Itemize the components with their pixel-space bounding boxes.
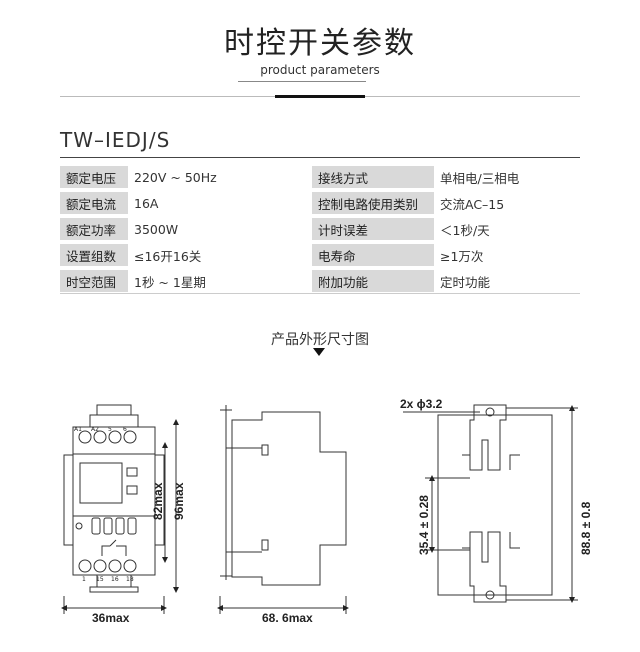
spec-label: 电寿命 [312, 244, 434, 266]
spec-label: 接线方式 [312, 166, 434, 188]
spec-label: 额定电压 [60, 166, 128, 188]
spec-label: 设置组数 [60, 244, 128, 266]
dim-depth-side: 68. 6max [262, 611, 313, 625]
spec-value: 单相电/三相电 [440, 170, 520, 186]
front-view [63, 404, 165, 593]
spec-label: 计时误差 [312, 218, 434, 240]
dim-mount-height: 88.8 ± 0.8 [579, 501, 593, 555]
terminal-label: 18 [126, 576, 134, 583]
spec-label: 附加功能 [312, 270, 434, 292]
dim-width-front: 36max [92, 611, 130, 625]
terminal-label: 5 [108, 426, 112, 433]
spec-row: 时空范围 1秒 ~ 1星期 附加功能 定时功能 [60, 270, 580, 292]
dim-height-inner: 82max [151, 482, 165, 520]
model-name: TW–IEDJ/S [60, 128, 171, 152]
spec-label: 额定电流 [60, 192, 128, 214]
spec-value: ≥1万次 [440, 248, 484, 264]
side-view [220, 405, 347, 586]
spec-value: ＜1秒/天 [440, 222, 490, 238]
dim-hole-spacing: 35.4 ± 0.28 [417, 495, 431, 555]
terminal-label: 6 [123, 426, 127, 433]
spec-label: 控制电路使用类别 [312, 192, 434, 214]
spec-row: 额定电压 220V ~ 50Hz 接线方式 单相电/三相电 [60, 166, 580, 188]
terminal-label: 16 [111, 576, 119, 583]
diagram-title: 产品外形尺寸图 [271, 332, 369, 348]
terminal-label: 15 [96, 576, 104, 583]
spec-value: 3500W [134, 221, 179, 237]
terminal-label: A2 [91, 426, 99, 433]
back-view [437, 404, 553, 603]
spec-value: 220V ~ 50Hz [134, 169, 217, 185]
spec-label: 额定功率 [60, 218, 128, 240]
model-rule [60, 157, 580, 158]
spec-label: 时空范围 [60, 270, 128, 292]
dim-hole: 2x ϕ3.2 [400, 397, 443, 411]
down-triangle-icon [313, 348, 325, 356]
dim-height-outer: 96max [172, 482, 186, 520]
spec-value: 16A [134, 195, 159, 211]
page-subtitle: product parameters [260, 63, 380, 77]
spec-value: 定时功能 [440, 274, 491, 290]
page-title: 时控开关参数 [224, 26, 416, 61]
spec-table: 额定电压 220V ~ 50Hz 接线方式 单相电/三相电 额定电流 16A 控… [60, 162, 580, 296]
spec-value: 交流AC–15 [440, 196, 505, 212]
spec-value: ≤16开16关 [134, 248, 202, 264]
spec-value: 1秒 ~ 1星期 [134, 274, 206, 290]
spec-row: 额定电流 16A 控制电路使用类别 交流AC–15 [60, 192, 580, 214]
title-underline [238, 81, 366, 82]
terminal-label: A1 [74, 426, 82, 433]
table-bottom-rule [60, 293, 580, 294]
terminal-label: 1 [82, 576, 86, 583]
divider-accent [275, 95, 365, 98]
spec-row: 额定功率 3500W 计时误差 ＜1秒/天 [60, 218, 580, 240]
spec-row: 设置组数 ≤16开16关 电寿命 ≥1万次 [60, 244, 580, 266]
